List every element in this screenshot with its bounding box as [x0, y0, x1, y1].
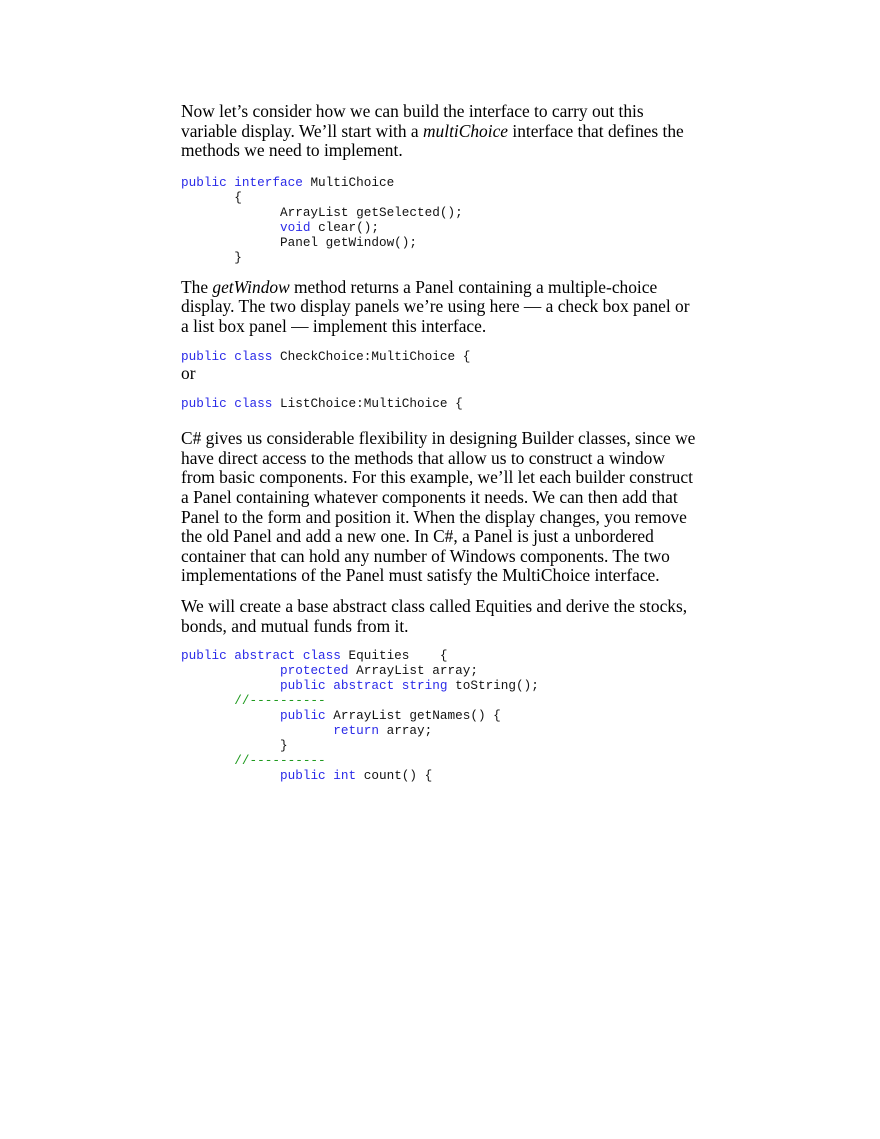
code-text	[181, 678, 280, 693]
code-text: }	[181, 249, 242, 265]
code-text	[181, 708, 280, 723]
code-line: {	[181, 190, 701, 205]
code-line: public interface MultiChoice	[181, 175, 701, 190]
code-keyword: return	[333, 723, 379, 739]
getwindow-emphasis: getWindow	[212, 276, 290, 297]
document-page: Now let’s consider how we can build the …	[181, 101, 701, 783]
code-text: }	[181, 738, 288, 754]
code-text	[181, 768, 280, 783]
code-block-checkchoice: public class CheckChoice:MultiChoice {	[181, 349, 701, 364]
intro-text-start: Now let’s consider how we can build the …	[181, 101, 644, 141]
equities-paragraph: We will create a base abstract class cal…	[181, 595, 688, 636]
intro-text-end: interface that defines the methods we ne…	[181, 120, 684, 161]
or-connector: or	[181, 362, 196, 383]
code-text: ArrayList getNames() {	[325, 708, 501, 724]
code-line: public abstract string toString();	[181, 678, 701, 693]
code-text	[181, 753, 234, 768]
code-text	[181, 723, 333, 738]
code-block-listchoice: public class ListChoice:MultiChoice {	[181, 396, 701, 411]
code-keyword: public int	[279, 768, 357, 784]
intro-paragraph: Now let’s consider how we can build the …	[181, 101, 701, 161]
code-keyword: void	[279, 219, 311, 235]
code-line: public abstract class Equities {	[181, 648, 701, 663]
code-text: MultiChoice	[302, 174, 395, 190]
code-line: //----------	[181, 753, 701, 768]
code-text: ArrayList array;	[348, 663, 478, 679]
code-line: void clear();	[181, 220, 701, 235]
code-text: Panel getWindow();	[181, 234, 418, 250]
code-keyword: public	[279, 708, 326, 724]
code-text: array;	[378, 723, 433, 739]
code-comment: //----------	[234, 753, 326, 769]
code-keyword: public class	[181, 348, 273, 364]
getwindow-paragraph: The getWindow method returns a Panel con…	[181, 276, 701, 337]
code-line: Panel getWindow();	[181, 235, 701, 250]
code-line: public class CheckChoice:MultiChoice {	[181, 349, 701, 364]
code-text	[181, 220, 280, 235]
code-text: clear();	[310, 219, 379, 235]
code-line: //----------	[181, 693, 701, 708]
code-text	[181, 693, 234, 708]
code-text: {	[181, 189, 242, 205]
code-keyword: public interface	[181, 174, 303, 190]
getwindow-text-start: The	[181, 276, 213, 297]
code-keyword: public abstract string	[279, 678, 448, 694]
code-line: }	[181, 250, 701, 265]
code-text: CheckChoice:MultiChoice {	[272, 348, 471, 364]
code-text: Equities {	[340, 648, 448, 664]
code-line: public class ListChoice:MultiChoice {	[181, 396, 701, 411]
code-text	[181, 663, 280, 678]
getwindow-text-end: method returns a Panel containing a mult…	[181, 276, 690, 336]
code-text: count() {	[356, 768, 433, 784]
code-keyword: public class	[181, 396, 273, 412]
code-text: ListChoice:MultiChoice {	[272, 396, 463, 412]
builder-paragraph: C# gives us considerable flexibility in …	[181, 428, 696, 586]
code-text: ArrayList getSelected();	[181, 204, 463, 220]
code-block-multichoice: public interface MultiChoice { ArrayList…	[181, 175, 701, 265]
code-line: public ArrayList getNames() {	[181, 708, 701, 723]
code-keyword: public abstract class	[181, 648, 341, 664]
code-line: protected ArrayList array;	[181, 663, 701, 678]
code-comment: //----------	[234, 693, 326, 709]
code-text: toString();	[447, 678, 539, 694]
code-line: }	[181, 738, 701, 753]
code-keyword: protected	[279, 663, 349, 679]
code-block-equities: public abstract class Equities { protect…	[181, 648, 701, 783]
code-line: public int count() {	[181, 768, 701, 783]
code-line: ArrayList getSelected();	[181, 205, 701, 220]
intro-emphasis: multiChoice	[423, 120, 509, 141]
code-line: return array;	[181, 723, 701, 738]
